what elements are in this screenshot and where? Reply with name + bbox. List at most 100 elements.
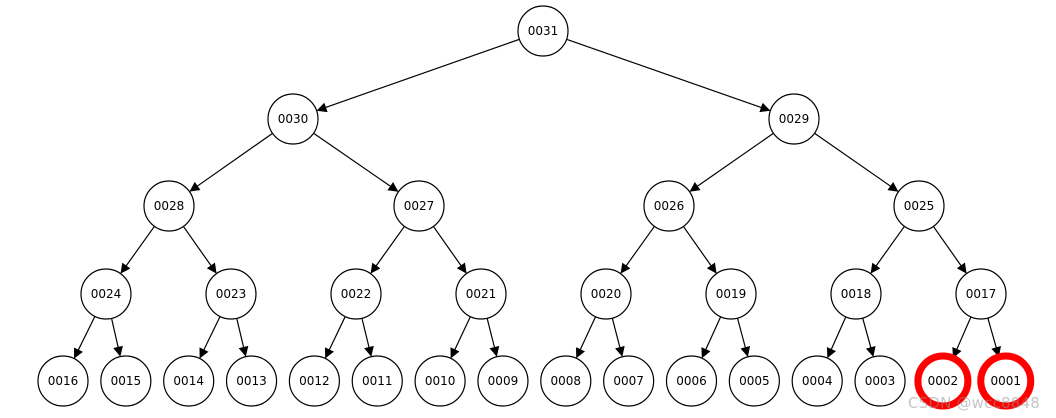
node-label: 0012 xyxy=(299,374,330,388)
node-circle xyxy=(143,180,195,232)
tree-node-0020: 0020 xyxy=(580,268,632,320)
tree-node-0021: 0021 xyxy=(455,268,507,320)
node-circle xyxy=(37,355,89,407)
tree-node-0011: 0011 xyxy=(351,355,403,407)
tree-node-0008: 0008 xyxy=(540,355,592,407)
edge-0027-to-0022 xyxy=(370,225,405,274)
edge-0022-to-0011 xyxy=(361,318,374,357)
tree-node-0030: 0030 xyxy=(267,93,319,145)
node-circle xyxy=(580,268,632,320)
tree-node-0005: 0005 xyxy=(728,355,780,407)
node-circle xyxy=(768,93,820,145)
node-label: 0006 xyxy=(676,374,707,388)
edge-0030-to-0028 xyxy=(189,132,273,192)
edge-0027-to-0021 xyxy=(432,226,467,274)
edge-0021-to-0010 xyxy=(450,316,471,359)
edge-0023-to-0013 xyxy=(236,318,249,357)
node-circle xyxy=(728,355,780,407)
tree-node-0031: 0031 xyxy=(517,5,569,57)
node-circle xyxy=(854,355,906,407)
tree-node-0009: 0009 xyxy=(477,355,529,407)
tree-node-0029: 0029 xyxy=(768,93,820,145)
edge-0021-to-0009 xyxy=(486,318,500,357)
node-circle xyxy=(330,268,382,320)
node-label: 0011 xyxy=(362,374,393,388)
tree-node-0019: 0019 xyxy=(705,268,757,320)
node-circle xyxy=(351,355,403,407)
node-label: 0019 xyxy=(716,287,747,301)
node-label: 0020 xyxy=(591,287,622,301)
edge-0025-to-0017 xyxy=(932,226,967,274)
edge-0024-to-0016 xyxy=(73,316,96,359)
edge-0023-to-0014 xyxy=(199,316,221,359)
node-circle xyxy=(830,268,882,320)
node-label: 0007 xyxy=(613,374,644,388)
node-label: 0022 xyxy=(341,287,372,301)
tree-node-0022: 0022 xyxy=(330,268,382,320)
node-label: 0004 xyxy=(802,374,833,388)
node-label: 0008 xyxy=(551,374,582,388)
node-label: 0030 xyxy=(278,112,309,126)
node-circle xyxy=(540,355,592,407)
tree-node-0017: 0017 xyxy=(955,268,1007,320)
edge-0018-to-0004 xyxy=(826,316,847,359)
node-label: 0005 xyxy=(739,374,770,388)
node-circle xyxy=(205,268,257,320)
node-label: 0016 xyxy=(48,374,79,388)
edge-0028-to-0023 xyxy=(182,226,217,274)
node-circle xyxy=(225,355,278,407)
node-label: 0029 xyxy=(779,112,810,126)
node-circle xyxy=(163,355,215,407)
node-label: 0023 xyxy=(216,287,247,301)
node-circle xyxy=(603,355,655,407)
node-label: 0021 xyxy=(466,287,497,301)
node-label: 0018 xyxy=(841,287,872,301)
node-label: 0009 xyxy=(488,374,519,388)
edge-0022-to-0012 xyxy=(324,316,346,359)
edge-0017-to-0002 xyxy=(952,316,972,359)
node-circle xyxy=(643,180,695,232)
tree-node-0015: 0015 xyxy=(100,355,152,407)
tree-node-0016: 0016 xyxy=(37,355,89,407)
node-label: 0031 xyxy=(528,24,559,38)
edge-0030-to-0027 xyxy=(313,132,399,192)
nodes-layer: 0031 0030 0029 0028 0027 0026 0025 0024 0023 0022… xyxy=(37,5,1035,410)
node-label: 0028 xyxy=(154,199,185,213)
edges-layer xyxy=(73,38,1001,359)
edge-0029-to-0025 xyxy=(814,132,899,192)
tree-node-0026: 0026 xyxy=(643,180,695,232)
node-circle xyxy=(705,268,757,320)
node-label: 0027 xyxy=(404,199,435,213)
node-circle xyxy=(100,355,152,407)
tree-node-0027: 0027 xyxy=(393,180,445,232)
node-label: 0015 xyxy=(111,374,142,388)
edge-0020-to-0007 xyxy=(611,318,625,357)
tree-node-0004: 0004 xyxy=(791,355,843,407)
node-circle-highlighted xyxy=(977,352,1035,410)
tree-node-0006: 0006 xyxy=(665,355,718,407)
node-circle xyxy=(893,180,945,232)
node-label: 0017 xyxy=(966,287,997,301)
tree-node-0010: 0010 xyxy=(414,355,466,407)
tree-node-0013: 0013 xyxy=(225,355,278,407)
node-circle xyxy=(955,268,1007,320)
node-label: 0024 xyxy=(91,287,122,301)
tree-node-0018: 0018 xyxy=(830,268,882,320)
tree-node-0012: 0012 xyxy=(288,355,340,407)
node-circle xyxy=(477,355,529,407)
tree-node-0025: 0025 xyxy=(893,180,945,232)
node-label: 0010 xyxy=(425,374,456,388)
tree-node-0007: 0007 xyxy=(603,355,655,407)
edge-0019-to-0006 xyxy=(701,316,722,359)
node-label: 0013 xyxy=(236,374,267,388)
node-label: 0002 xyxy=(928,374,959,388)
edge-0031-to-0029 xyxy=(566,38,771,113)
edge-0026-to-0020 xyxy=(620,225,655,274)
edge-0017-to-0001 xyxy=(987,317,1001,357)
node-label: 0001 xyxy=(990,374,1021,388)
tree-node-0024: 0024 xyxy=(80,268,132,320)
tree-node-0003: 0003 xyxy=(854,355,906,407)
node-circle xyxy=(288,355,340,407)
edge-0031-to-0030 xyxy=(316,38,520,113)
